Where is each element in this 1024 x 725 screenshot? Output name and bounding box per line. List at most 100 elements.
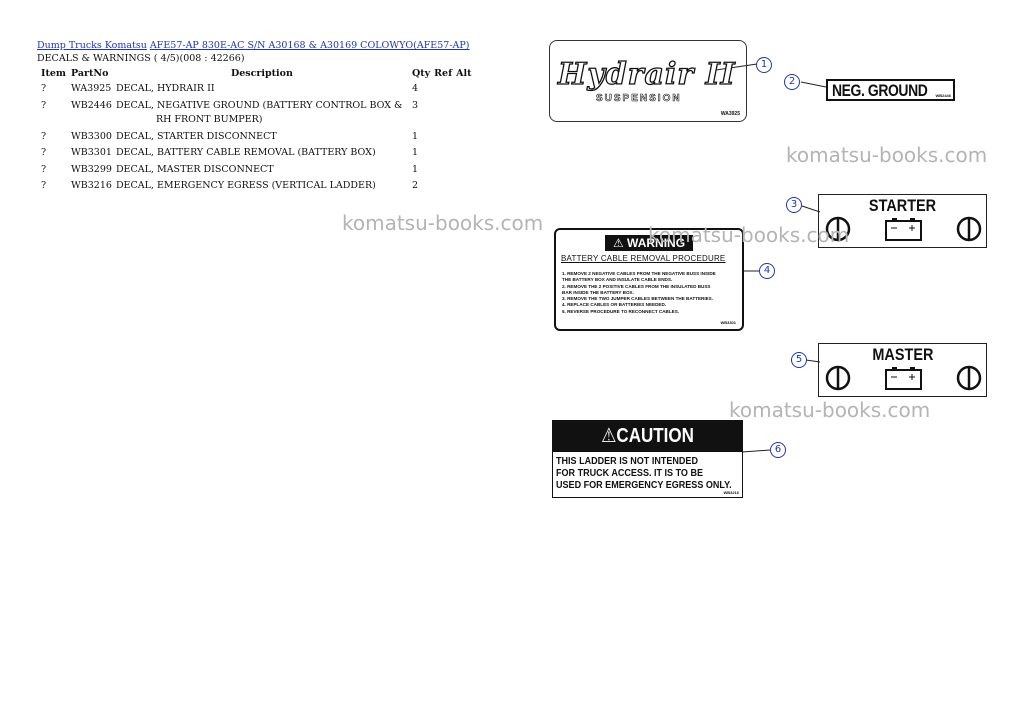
decal-neg-ground: NEG. GROUND WB2446 [826,79,955,101]
decal-hydrair-subtitle: SUSPENSION [596,93,682,105]
warning-step: 3. REMOVE THE TWO JUMPER CABLES BETWEEN … [562,296,714,302]
row-item: ? [41,99,47,111]
decal-ladder-caution: ⚠CAUTION THIS LADDER IS NOT INTENDED FOR… [552,420,743,498]
table-row: ? WB3299 DECAL, MASTER DISCONNECT 1 [37,162,480,179]
breadcrumb: Dump Trucks Komatsu AFE57-AP 830E-AC S/N… [37,40,470,51]
warning-step: THE BATTERY BOX AND INSULATE CABLE ENDS. [562,277,673,283]
table-row: ? WB2446 DECAL, NEGATIVE GROUND (BATTERY… [37,98,480,129]
breadcrumb-link-model[interactable]: AFE57-AP 830E-AC S/N A30168 & A30169 COL… [149,40,470,51]
decal-master-title-text: MASTER [871,345,934,364]
decal-caution-banner-text: ⚠CAUTION [601,425,694,447]
switch-off-icon [825,365,851,391]
watermark: komatsu-books.com [729,398,931,422]
watermark: komatsu-books.com [786,143,988,167]
decal-warning-steps: 1. REMOVE 2 NEGATIVE CABLES FROM THE NEG… [562,271,738,315]
row-qty: 2 [411,180,418,191]
warning-step: 2. REMOVE THE 2 POSITIVE CABLES FROM THE… [562,283,711,289]
row-description-text: DECAL, BATTERY CABLE REMOVAL (BATTERY BO… [115,147,376,158]
col-header-item: Item [41,68,66,79]
row-qty: 3 [411,99,418,111]
row-description: DECAL, STARTER DISCONNECT [114,129,410,146]
row-description-text: DECAL, EMERGENCY EGRESS (VERTICAL LADDER… [115,180,376,191]
decal-code: WB2446 [935,93,951,98]
callout-1: 1 [756,57,772,73]
decal-master-graphic [825,365,982,391]
row-description-text: DECAL, HYDRAIR II [115,83,215,94]
decal-starter-graphic [825,216,982,242]
decal-neg-ground-text: NEG. GROUND [832,81,928,100]
row-qty: 1 [411,147,418,158]
row-description: DECAL, BATTERY CABLE REMOVAL (BATTERY BO… [114,145,410,162]
row-partno: WB3216 [71,180,112,191]
col-header-qty: Qty [411,68,431,79]
row-description-text: DECAL, NEGATIVE GROUND (BATTERY CONTROL … [115,99,403,111]
decal-hydrair: Hydrair II SUSPENSION WA3925 [549,40,747,122]
warning-step: 4. REPLACE CABLES OR BATTERIES NEEDED. [562,302,667,308]
row-description: DECAL, MASTER DISCONNECT [114,162,410,179]
warning-step: 1. REMOVE 2 NEGATIVE CABLES FROM THE NEG… [562,271,716,276]
table-row: ? WB3300 DECAL, STARTER DISCONNECT 1 [37,129,480,146]
row-partno: WB3301 [71,147,112,158]
callout-6: 6 [770,442,786,458]
row-item: ? [41,180,47,191]
breadcrumb-link-catalog[interactable]: Dump Trucks Komatsu [37,40,147,51]
row-item: ? [41,163,47,175]
battery-icon [885,218,922,241]
watermark: komatsu-books.com [342,211,544,235]
table-row: ? WB3301 DECAL, BATTERY CABLE REMOVAL (B… [37,145,480,162]
col-header-ref: Ref [434,68,453,79]
decal-code: WA3925 [720,111,740,117]
warning-step: BAR INSIDE THE BATTERY BOX. [562,289,634,295]
row-partno: WB3300 [71,130,112,142]
watermark: komatsu-books.com [648,223,850,247]
col-header-partno: PartNo [71,68,109,79]
decal-caution-text: THIS LADDER IS NOT INTENDED FOR TRUCK AC… [556,455,760,491]
switch-off-icon [825,216,851,242]
decal-starter: STARTER [818,194,987,248]
decal-code: WB3216 [723,490,739,495]
row-item: ? [41,130,47,142]
switch-on-icon [956,216,982,242]
row-qty: 1 [411,163,418,175]
row-item: ? [41,83,47,94]
warning-step: 5. REVERSE PROCEDURE TO RECONNECT CABLES… [562,308,680,314]
table-row: ? WA3925 DECAL, HYDRAIR II 4 [37,81,480,98]
decal-starter-title-text: STARTER [868,196,937,215]
table-header-row: Item PartNo Description Qty Ref Alt [37,66,480,81]
row-qty: 4 [411,83,418,94]
row-qty: 1 [411,130,418,142]
row-partno: WB2446 [71,99,112,111]
decal-warning-heading: BATTERY CABLE REMOVAL PROCEDURE [561,254,726,263]
row-partno: WB3299 [71,163,112,175]
caution-line: THIS LADDER IS NOT INTENDED [556,455,698,467]
row-partno: WA3925 [71,83,112,94]
caution-line: FOR TRUCK ACCESS. IT IS TO BE [556,467,704,479]
page-subtitle: DECALS & WARNINGS ( 4/5)(008 : 42266) [37,53,245,64]
row-description-continued: RH FRONT BUMPER) [155,114,263,125]
row-description: DECAL, EMERGENCY EGRESS (VERTICAL LADDER… [114,178,410,195]
decal-battery-warning: ⚠ WARNING BATTERY CABLE REMOVAL PROCEDUR… [554,228,744,331]
decal-warning-banner: ⚠ WARNING [605,235,693,251]
table-row: ? WB3216 DECAL, EMERGENCY EGRESS (VERTIC… [37,178,480,195]
row-description-text: DECAL, MASTER DISCONNECT [115,163,274,175]
decal-code: WB3301 [720,320,736,325]
switch-on-icon [956,365,982,391]
decal-starter-title: STARTER [819,196,986,215]
parts-table: Item PartNo Description Qty Ref Alt ? WA… [37,66,480,195]
row-item: ? [41,147,47,158]
decal-master-title: MASTER [819,345,986,364]
callout-4: 4 [759,263,775,279]
col-header-description: Description [230,68,293,79]
row-description: DECAL, HYDRAIR II [114,81,410,98]
col-header-alt: Alt [456,68,472,79]
decal-hydrair-logo: Hydrair II [557,56,736,92]
callout-2: 2 [784,74,800,90]
decal-caution-banner: ⚠CAUTION [553,421,742,452]
callout-5: 5 [791,352,807,368]
row-description-text: DECAL, STARTER DISCONNECT [115,130,277,142]
decal-master: MASTER [818,343,987,397]
row-description: DECAL, NEGATIVE GROUND (BATTERY CONTROL … [114,98,410,129]
caution-line: USED FOR EMERGENCY EGRESS ONLY. [556,479,732,491]
callout-3: 3 [786,197,802,213]
